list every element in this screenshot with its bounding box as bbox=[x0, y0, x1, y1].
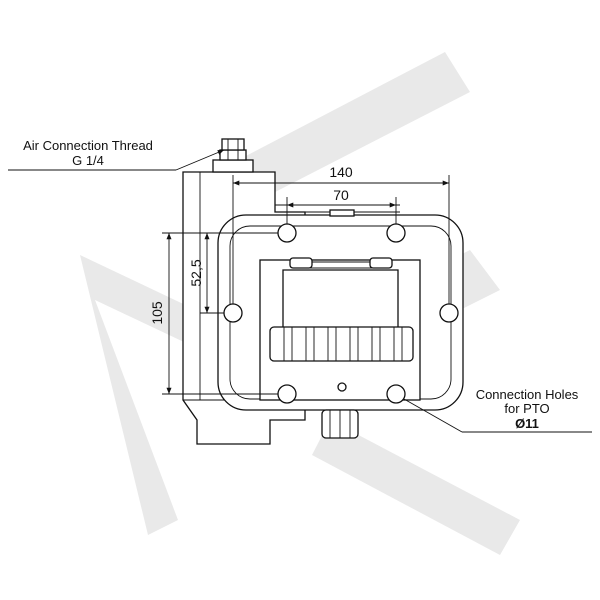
air-fitting bbox=[212, 138, 254, 173]
dimension-70: 70 bbox=[286, 187, 397, 224]
connection-hole bbox=[439, 303, 459, 323]
dimension-140: 140 bbox=[232, 164, 450, 304]
connection-hole bbox=[277, 223, 297, 243]
connection-holes bbox=[223, 223, 459, 404]
dimension-52-5-label: 52,5 bbox=[188, 259, 204, 286]
bottom-plug bbox=[321, 409, 359, 439]
dimension-52-5: 52,5 bbox=[188, 233, 224, 314]
dimension-140-label: 140 bbox=[329, 164, 353, 180]
connection-hole bbox=[223, 303, 243, 323]
dimension-105-label: 105 bbox=[149, 301, 165, 325]
connection-holes-diameter: Ø11 bbox=[515, 416, 539, 431]
center-hole bbox=[337, 382, 347, 392]
air-connection-callout: Air Connection Thread G 1/4 bbox=[8, 138, 225, 171]
connection-hole bbox=[277, 384, 297, 404]
dimension-105: 105 bbox=[149, 232, 278, 395]
connection-holes-for-pto: for PTO bbox=[504, 401, 549, 416]
connection-holes-callout: Connection Holes for PTO Ø11 bbox=[403, 387, 592, 433]
connection-hole bbox=[386, 223, 406, 243]
air-connection-label: Air Connection Thread bbox=[23, 138, 153, 153]
air-thread-spec: G 1/4 bbox=[72, 153, 104, 168]
spline-shaft bbox=[269, 326, 414, 362]
dimension-70-label: 70 bbox=[333, 187, 349, 203]
connection-hole bbox=[386, 384, 406, 404]
connection-holes-label: Connection Holes bbox=[476, 387, 579, 402]
